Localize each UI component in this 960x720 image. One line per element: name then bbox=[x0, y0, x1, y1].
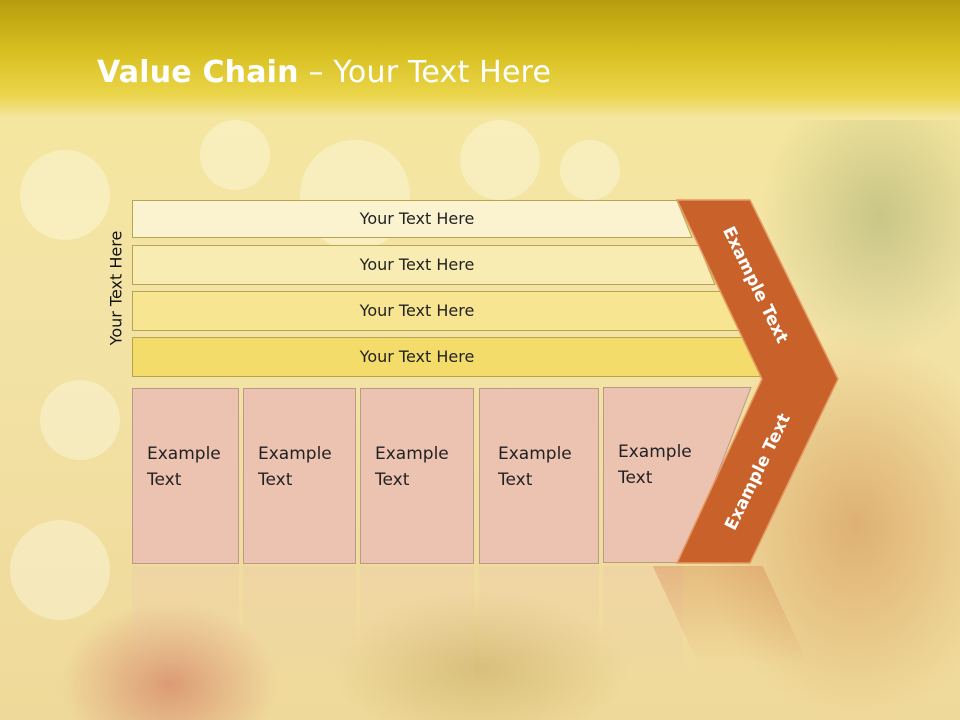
layer-bar-label: Your Text Here bbox=[359, 209, 475, 228]
box-line2: Text bbox=[147, 470, 182, 490]
reflection bbox=[243, 566, 356, 686]
title-rest: – Your Text Here bbox=[298, 55, 552, 90]
layer-bar-label: Your Text Here bbox=[359, 255, 475, 274]
slide-title: Value Chain – Your Text Here bbox=[97, 55, 551, 90]
box-line2: Text bbox=[498, 470, 533, 490]
box-line2: Text bbox=[618, 468, 653, 488]
layer-bar-label: Your Text Here bbox=[359, 301, 475, 320]
box-line1: Example bbox=[618, 442, 692, 462]
box-line1: Example bbox=[147, 444, 221, 464]
box-line2: Text bbox=[258, 470, 293, 490]
title-bold: Value Chain bbox=[97, 55, 299, 90]
reflection bbox=[132, 566, 239, 686]
reflection bbox=[479, 566, 599, 686]
box-line1: Example bbox=[258, 444, 332, 464]
layer-bar-label: Your Text Here bbox=[359, 347, 475, 366]
side-label: Your Text Here bbox=[106, 230, 126, 346]
box-line1: Example bbox=[375, 444, 449, 464]
title-bar bbox=[0, 0, 960, 118]
box-line1: Example bbox=[498, 444, 572, 464]
box-line2: Text bbox=[375, 470, 410, 490]
chevron-arrow bbox=[676, 199, 839, 564]
reflection bbox=[603, 566, 683, 686]
reflection bbox=[360, 566, 474, 686]
